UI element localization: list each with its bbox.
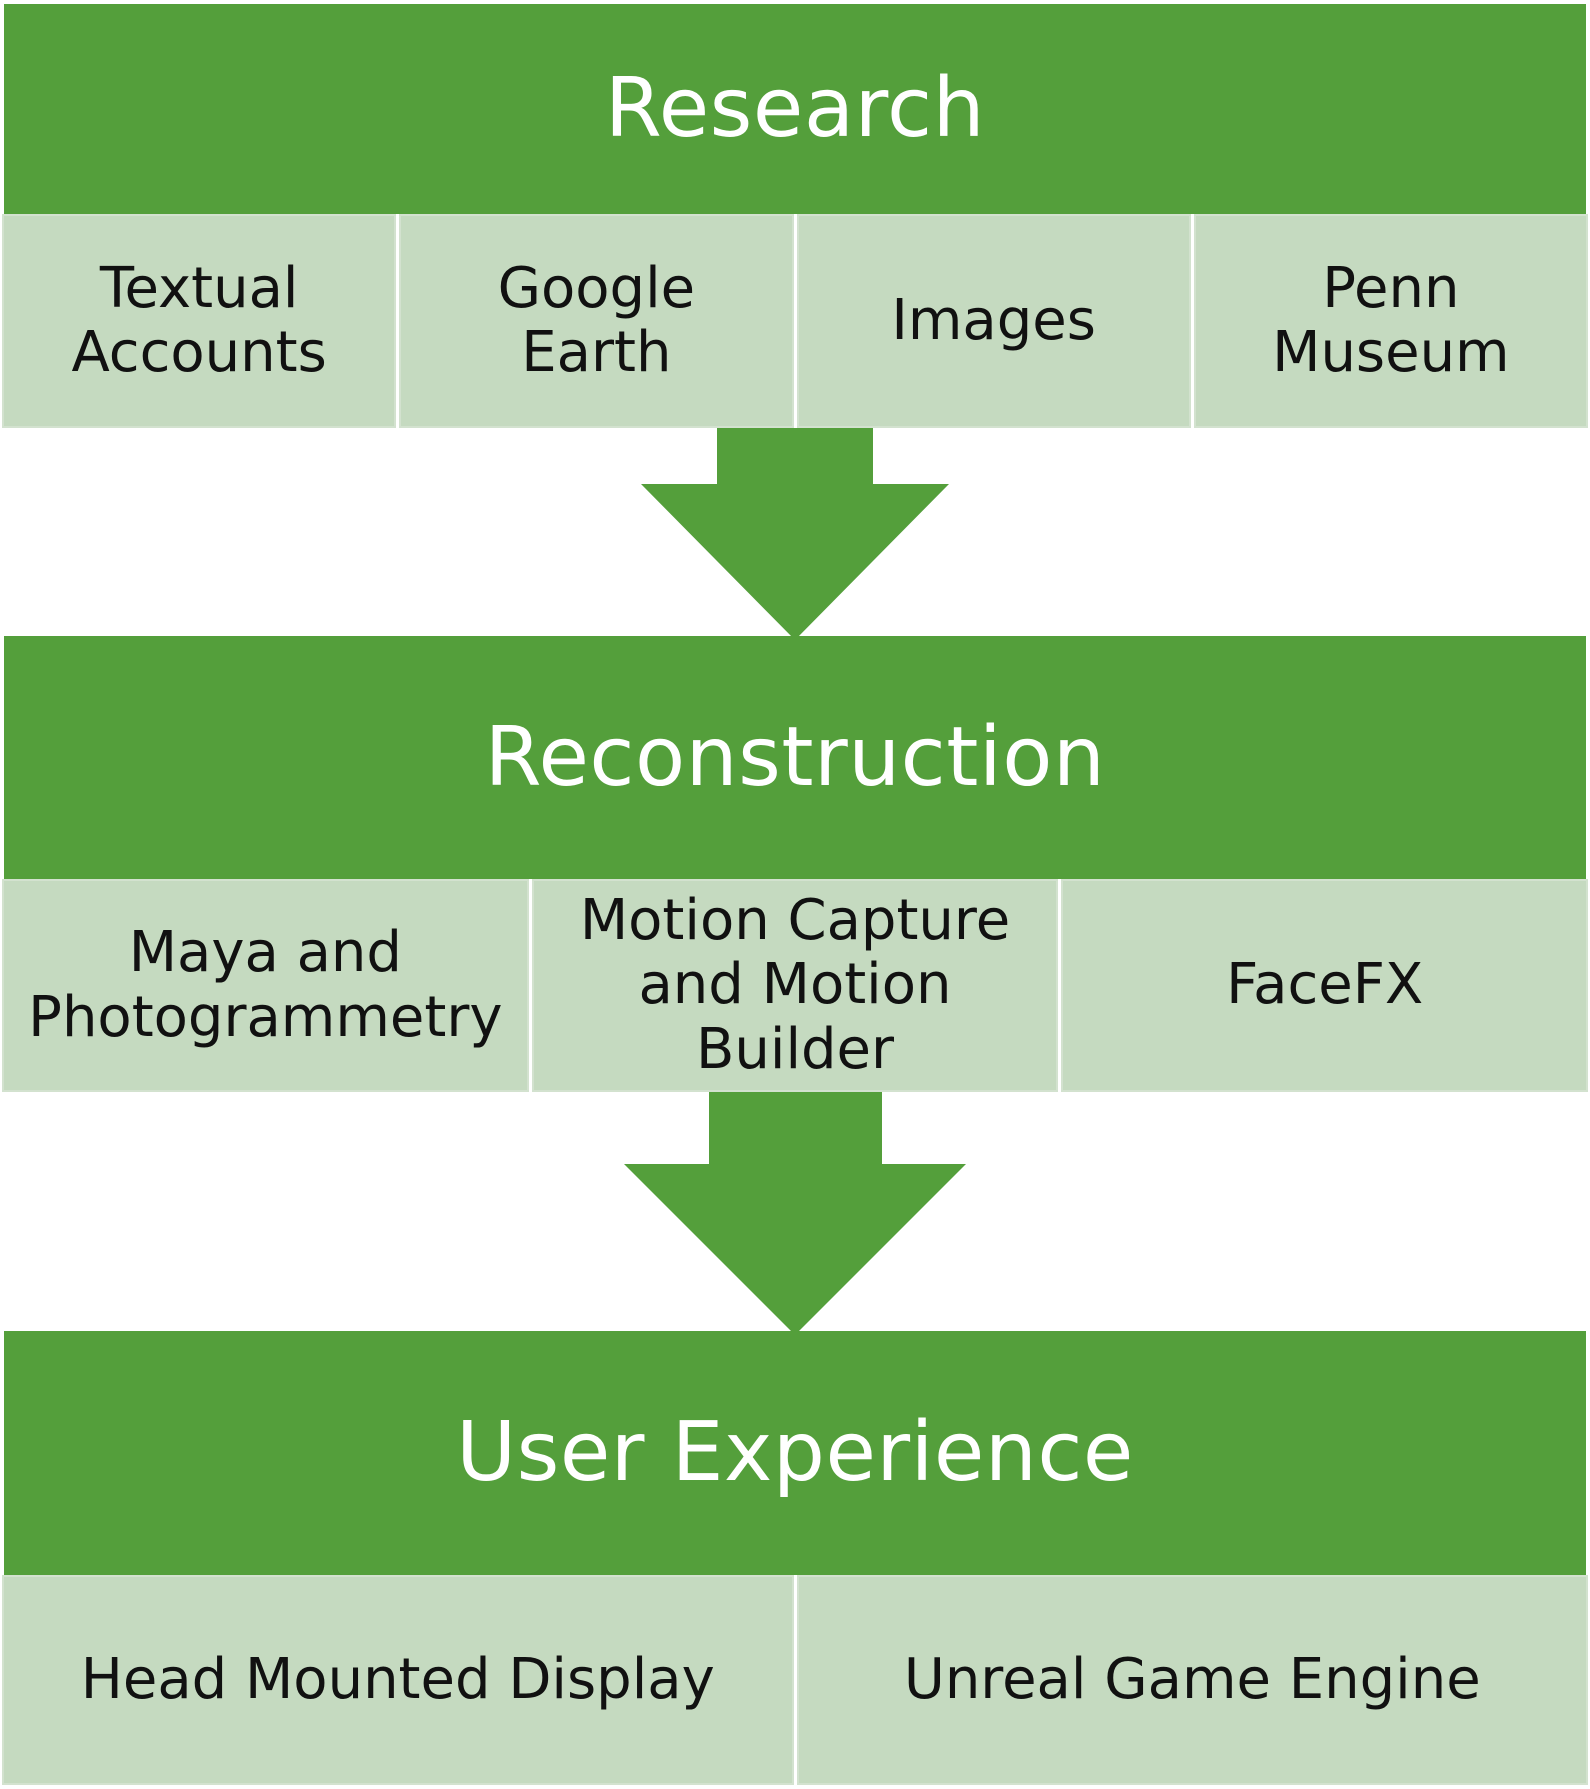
item-unreal-game-engine: Unreal Game Engine xyxy=(796,1575,1588,1785)
item-motion-capture: Motion Capture and Motion Builder xyxy=(531,879,1059,1092)
item-penn-museum: Penn Museum xyxy=(1193,214,1588,428)
item-facefx: FaceFX xyxy=(1061,879,1589,1092)
stage-header-reconstruction: Reconstruction xyxy=(4,636,1586,879)
stage-items-reconstruction: Maya and Photogrammetry Motion Capture a… xyxy=(2,879,1589,1092)
stage-header-research: Research xyxy=(4,4,1586,214)
item-head-mounted-display: Head Mounted Display xyxy=(2,1575,794,1785)
item-maya-photogrammetry: Maya and Photogrammetry xyxy=(2,879,529,1092)
arrow-shape-research-to-reconstruction xyxy=(641,428,949,640)
arrow-shape-reconstruction-to-user-experience xyxy=(624,1092,966,1335)
stage-items-user-experience: Head Mounted Display Unreal Game Engine xyxy=(2,1575,1588,1785)
stage-items-research: Textual Accounts Google Earth Images Pen… xyxy=(2,214,1588,428)
item-google-earth: Google Earth xyxy=(399,214,794,428)
item-textual-accounts: Textual Accounts xyxy=(2,214,397,428)
item-images: Images xyxy=(796,214,1191,428)
stage-header-user-experience: User Experience xyxy=(4,1331,1586,1575)
